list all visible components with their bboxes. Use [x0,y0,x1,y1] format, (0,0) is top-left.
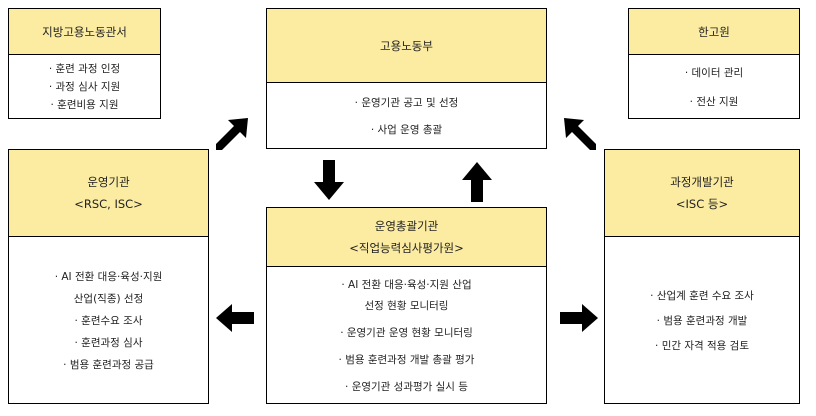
operator-box: 운영기관 <RSC, ISC> · AI 전환 대응·육성·지원 산업(직종) … [8,149,209,404]
course-developer-items: · 산업계 훈련 수요 조사 · 범용 훈련과정 개발 · 민간 자격 적용 검… [605,237,799,403]
course-developer-item: · 산업계 훈련 수요 조사 [650,289,754,302]
general-ops-subtitle: <직업능력심사평가원> [349,241,464,255]
general-ops-item: · 운영기관 운영 현황 모니터링 [340,326,473,339]
ministry-box: 고용노동부 · 운영기관 공고 및 선정 · 사업 운영 총괄 [266,8,547,149]
operator-item: · AI 전환 대응·육성·지원 [54,270,163,283]
operator-subtitle: <RSC, ISC> [74,197,143,211]
hrdk-header: 한고원 [629,9,799,55]
course-developer-subtitle: <ISC 등> [675,197,729,211]
operator-item: · 훈련과정 심사 [74,336,143,349]
hrdk-title: 한고원 [698,24,730,39]
operator-items: · AI 전환 대응·육성·지원 산업(직종) 선정 · 훈련수요 조사 · 훈… [9,237,208,403]
general-ops-box: 운영총괄기관 <직업능력심사평가원> · AI 전환 대응·육성·지원 산업 선… [266,207,547,404]
general-ops-title: 운영총괄기관 [374,219,439,233]
ministry-items: · 운영기관 공고 및 선정 · 사업 운영 총괄 [267,83,546,148]
hrdk-item: · 전산 지원 [689,95,739,108]
regional-office-title: 지방고용노동관서 [42,24,127,39]
regional-office-header: 지방고용노동관서 [9,9,160,55]
hrdk-box: 한고원 · 데이터 관리 · 전산 지원 [628,8,800,119]
ministry-item: · 운영기관 공고 및 선정 [354,96,459,109]
general-ops-item: · AI 전환 대응·육성·지원 산업 [341,278,472,291]
operator-header: 운영기관 <RSC, ISC> [9,150,208,237]
general-ops-item: · 범용 훈련과정 개발 총괄 평가 [338,353,475,366]
course-developer-title: 과정개발기관 [670,175,734,189]
ministry-title: 고용노동부 [380,38,433,53]
hrdk-items: · 데이터 관리 · 전산 지원 [629,55,799,118]
arrow-up-icon [462,162,492,202]
general-ops-header: 운영총괄기관 <직업능력심사평가원> [267,208,546,267]
arrow-left-icon [216,304,254,332]
operator-item: · 범용 훈련과정 공급 [63,358,154,371]
ministry-item: · 사업 운영 총괄 [370,123,443,136]
arrow-down-icon [314,160,344,200]
arrow-up-left-icon [216,118,248,150]
arrow-up-right-icon [564,118,596,150]
operator-item: 산업(직종) 선정 [73,292,144,305]
regional-office-items: · 훈련 과정 인정 · 과정 심사 지원 · 훈련비용 지원 [9,55,160,118]
course-developer-header: 과정개발기관 <ISC 등> [605,150,799,237]
general-ops-items: · AI 전환 대응·육성·지원 산업 선정 현황 모니터링 · 운영기관 운영… [267,267,546,403]
regional-office-item: · 훈련비용 지원 [50,99,119,111]
course-developer-box: 과정개발기관 <ISC 등> · 산업계 훈련 수요 조사 · 범용 훈련과정 … [604,149,800,404]
regional-office-item: · 훈련 과정 인정 [48,63,121,75]
course-developer-item: · 범용 훈련과정 개발 [656,314,748,327]
regional-office-box: 지방고용노동관서 · 훈련 과정 인정 · 과정 심사 지원 · 훈련비용 지원 [8,8,161,119]
hrdk-item: · 데이터 관리 [684,66,744,79]
operator-item: · 훈련수요 조사 [74,314,143,327]
arrow-right-icon [560,304,598,332]
regional-office-item: · 과정 심사 지원 [48,81,121,93]
ministry-header: 고용노동부 [267,9,546,83]
general-ops-item: 선정 현황 모니터링 [364,299,449,312]
general-ops-item: · 운영기관 성과평가 실시 등 [345,380,468,393]
course-developer-item: · 민간 자격 적용 검토 [655,339,749,352]
operator-title: 운영기관 [87,175,130,189]
